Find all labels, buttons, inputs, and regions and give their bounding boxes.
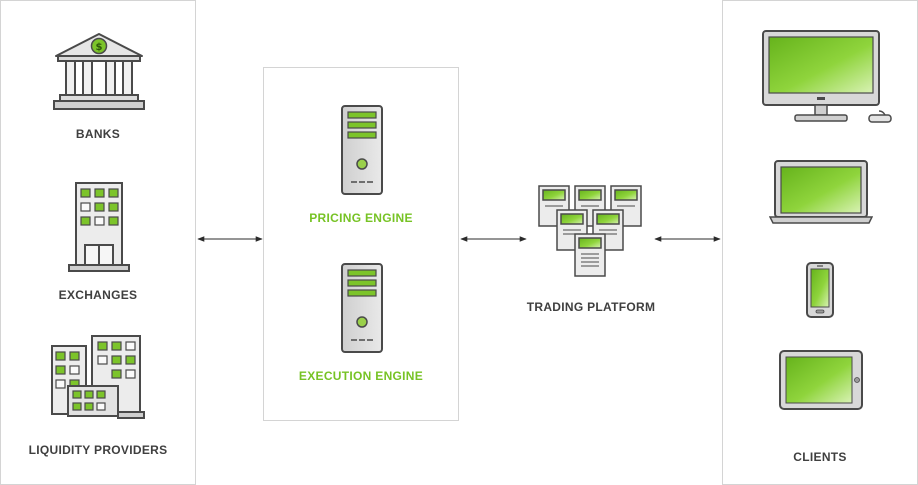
smartphone-icon	[806, 262, 834, 318]
desktop-monitor-icon	[762, 30, 892, 123]
execution-engine-label: EXECUTION ENGINE	[298, 369, 424, 383]
liquidity-providers-label: LIQUIDITY PROVIDERS	[28, 443, 168, 457]
clients-label: CLIENTS	[793, 450, 847, 464]
tablet-icon	[779, 350, 863, 410]
laptop-icon	[769, 160, 873, 224]
trading-platform-label: TRADING PLATFORM	[526, 300, 656, 314]
banks-label: BANKS	[75, 127, 121, 141]
bank-icon: $	[53, 33, 145, 110]
server-cluster-icon	[538, 185, 642, 277]
liquidity-buildings-icon	[51, 335, 145, 419]
svg-text:$: $	[96, 42, 103, 53]
exchange-building-icon	[68, 182, 130, 272]
server-icon	[341, 105, 383, 195]
exchanges-label: EXCHANGES	[58, 288, 138, 302]
server-icon	[341, 263, 383, 353]
pricing-engine-label: PRICING ENGINE	[309, 211, 413, 225]
